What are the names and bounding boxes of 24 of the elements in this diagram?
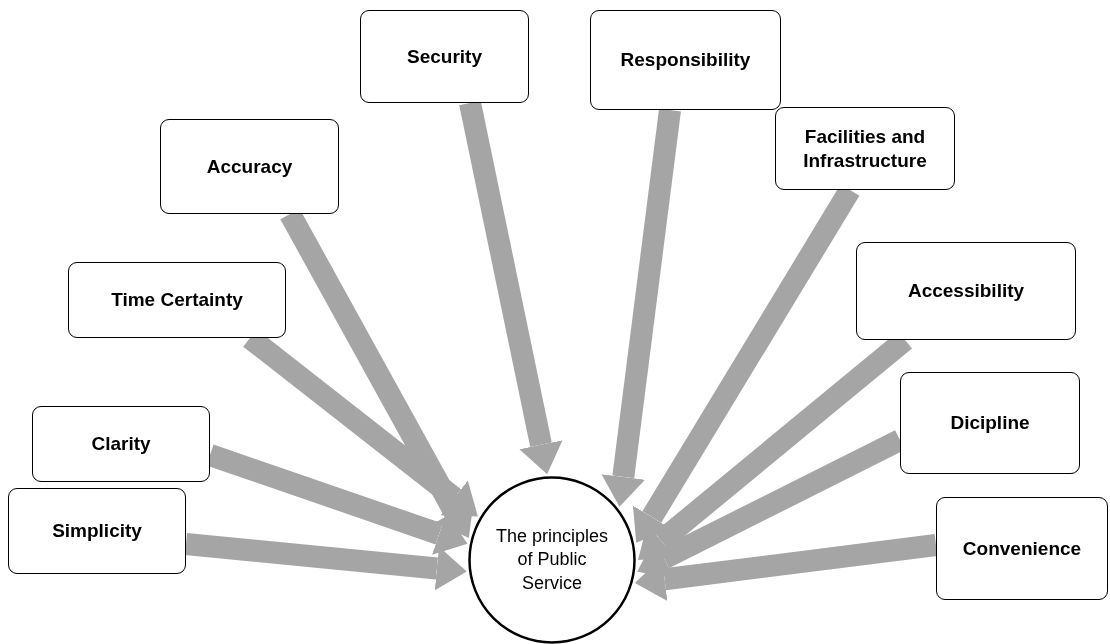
principle-label: Simplicity — [51, 519, 143, 544]
principle-label: Accessibility — [906, 279, 1026, 304]
principle-box — [775, 107, 955, 190]
principle-label: Security — [406, 44, 483, 69]
principle-label: Convenience — [961, 536, 1083, 561]
principle-box — [8, 488, 186, 574]
principle-label: Dicipline — [949, 411, 1031, 436]
principle-label: Responsibility — [619, 48, 752, 73]
principle-box — [160, 119, 339, 214]
principle-box — [590, 10, 781, 110]
principle-label: Accuracy — [205, 154, 294, 179]
block-arrow — [184, 533, 467, 591]
principle-box — [900, 372, 1080, 474]
principle-label: Facilities and Infrastructure — [802, 124, 928, 173]
principle-box — [32, 406, 210, 482]
principle-label: Clarity — [90, 432, 152, 457]
principle-box — [856, 242, 1076, 340]
block-arrow — [634, 534, 938, 602]
principle-box — [360, 10, 529, 103]
block-arrow — [601, 108, 681, 507]
principle-box — [68, 262, 286, 338]
principle-label: Time Certainty — [110, 288, 244, 313]
center-label: The principles of Public Service — [494, 524, 610, 595]
principle-box — [936, 497, 1108, 600]
